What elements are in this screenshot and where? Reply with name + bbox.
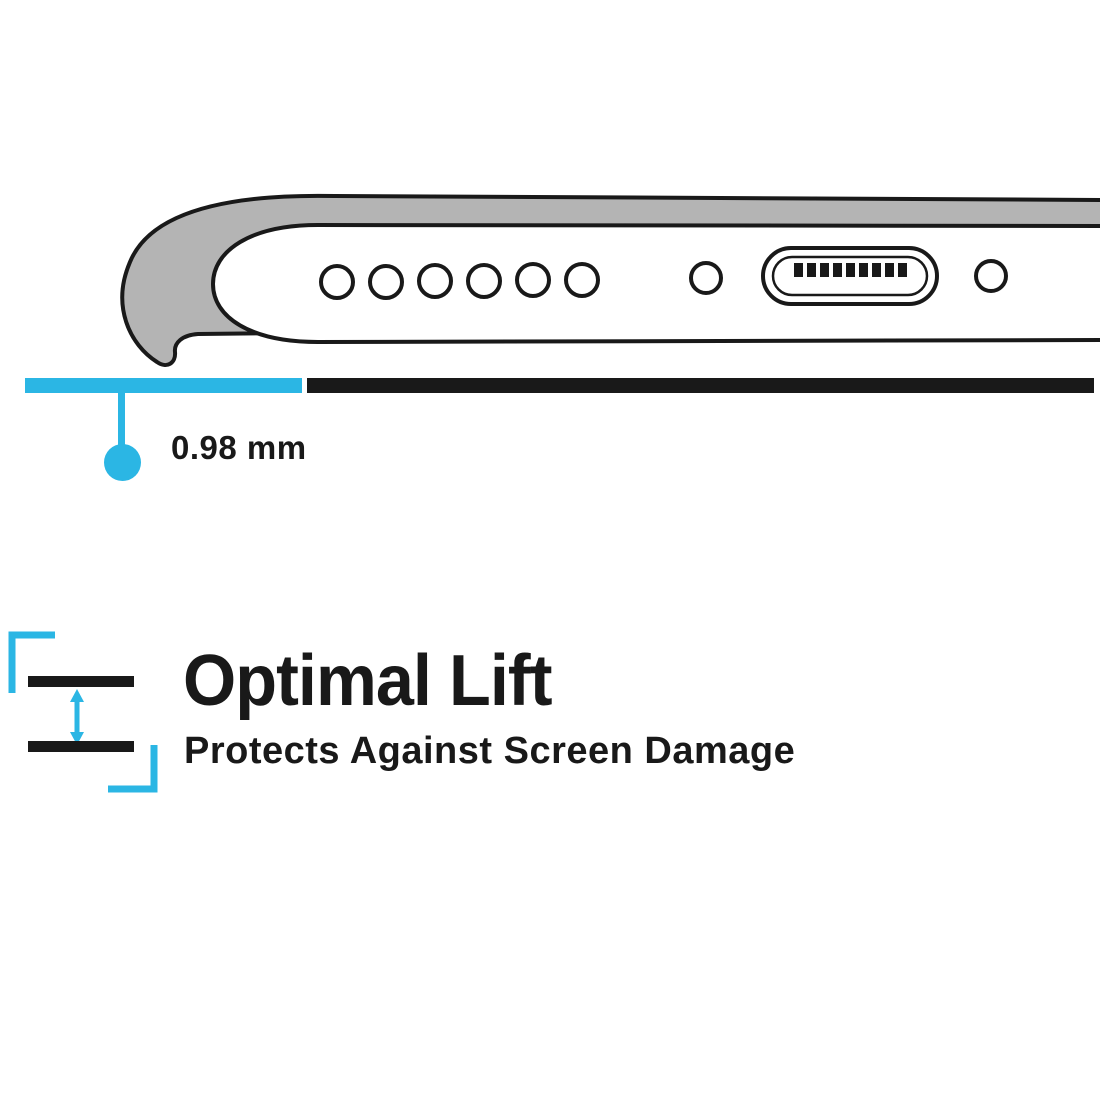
screen-plane-bar [307, 378, 1094, 393]
speaker-hole [466, 263, 502, 299]
speaker-hole [417, 263, 453, 299]
speaker-hole [319, 264, 355, 300]
speaker-holes-icon [319, 262, 600, 300]
charging-port-pins [794, 263, 907, 277]
up-down-arrow-icon [70, 689, 84, 745]
charging-port-icon [761, 246, 939, 306]
corner-bracket-top-left-icon [8, 631, 55, 693]
screw-hole-icon [974, 259, 1008, 293]
feature-subtitle: Protects Against Screen Damage [184, 730, 796, 772]
lower-plane-bar [28, 741, 134, 752]
speaker-hole [564, 262, 600, 298]
feature-title: Optimal Lift [183, 641, 553, 721]
measurement-pointer-line [118, 392, 125, 446]
charging-port-inner-outline [771, 255, 929, 297]
corner-bracket-bottom-right-icon [108, 745, 158, 793]
lift-spacing-icon [8, 631, 158, 793]
upper-plane-bar [28, 676, 134, 687]
measurement-pointer-dot [104, 444, 141, 481]
phone-case-illustration [120, 193, 1100, 367]
mic-hole-icon [689, 261, 723, 295]
case-lip-bar [25, 378, 302, 393]
speaker-hole [515, 262, 551, 298]
speaker-hole [368, 264, 404, 300]
measurement-label: 0.98 mm [171, 429, 307, 466]
